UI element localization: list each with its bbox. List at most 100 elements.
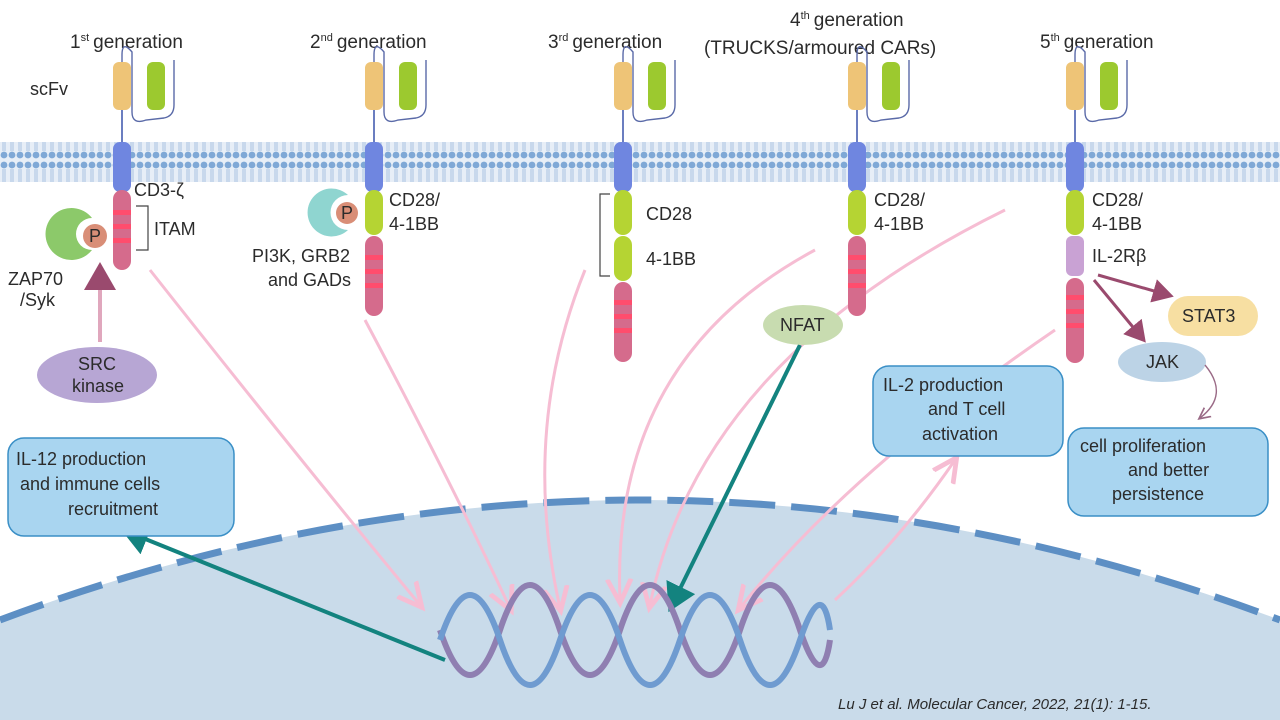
gen4-subtitle: (TRUCKS/armoured CARs) [704, 38, 936, 59]
src-kinase [37, 347, 157, 403]
itam-label: ITAM [154, 219, 196, 239]
car-receptor-4 [848, 46, 910, 192]
svg-text:STAT3: STAT3 [1182, 306, 1235, 326]
signal-arrow-4 [620, 248, 816, 600]
svg-text:and immune cells: and immune cells [20, 474, 160, 494]
signal-arrow-2 [363, 319, 510, 608]
svg-text:CD28: CD28 [646, 204, 692, 224]
signal-arrow-3 [545, 269, 587, 608]
car-receptor-5 [1066, 46, 1128, 192]
nfat [763, 305, 843, 345]
cd3z-label: CD3-ζ [134, 180, 184, 200]
scfv-heavy-chain [848, 62, 866, 110]
phospho-2 [336, 202, 358, 224]
scfv-heavy-chain [113, 62, 131, 110]
gen1-intracellular: CD3-ζ ITAM P ZAP70 /Syk SRC kinase [8, 180, 196, 403]
phospho-1 [83, 224, 107, 248]
citation: Lu J et al. Molecular Cancer, 2022, 21(1… [838, 696, 1152, 713]
syk-label: /Syk [20, 290, 56, 310]
scfv-light-chain [882, 62, 900, 110]
svg-text:recruitment: recruitment [68, 499, 158, 519]
svg-text:P: P [341, 203, 353, 223]
transmembrane-domain [365, 142, 383, 192]
svg-text:kinase: kinase [72, 376, 124, 396]
scfv-light-chain [399, 62, 417, 110]
svg-text:persistence: persistence [1112, 484, 1204, 504]
svg-text:activation: activation [922, 424, 998, 444]
scfv-label: scFv [30, 79, 68, 99]
svg-text:IL-2 production: IL-2 production [883, 375, 1003, 395]
nucleus [0, 500, 1280, 720]
scfv-light-chain [147, 62, 165, 110]
signal-arrow-1 [148, 269, 420, 605]
svg-text:JAK: JAK [1146, 352, 1179, 372]
cell-membrane [0, 142, 1280, 182]
nuclear-envelope [0, 496, 1280, 624]
car-receptor-2 [365, 46, 427, 192]
svg-text:SRC: SRC [78, 354, 116, 374]
jak [1118, 342, 1206, 382]
il12-box: IL-12 production and immune cells recrui… [7, 437, 235, 537]
il2-box: IL-2 production and T cell activation [872, 365, 1064, 457]
prolif-box: cell proliferation and better persistenc… [1067, 427, 1269, 517]
cd3z-domain [365, 236, 383, 316]
costim-domain [365, 190, 383, 235]
svg-text:IL-12 production: IL-12 production [16, 449, 146, 469]
scfv-linker [622, 46, 676, 140]
svg-text:4-1BB: 4-1BB [389, 214, 439, 234]
stat3 [1168, 296, 1258, 336]
scfv-light-chain [1100, 62, 1118, 110]
gen4-intracellular: CD28/ 4-1BB NFAT [763, 190, 925, 345]
svg-text:4-1BB: 4-1BB [1092, 214, 1142, 234]
svg-text:cell proliferation: cell proliferation [1080, 436, 1206, 456]
svg-text:NFAT: NFAT [780, 315, 825, 335]
svg-text:and better: and better [1128, 460, 1209, 480]
transmembrane-domain [1066, 142, 1084, 192]
signal-arrow-5 [650, 208, 1006, 605]
cd3z-domain [113, 190, 131, 270]
scfv-heavy-chain [1066, 62, 1084, 110]
svg-text:IL-2Rβ: IL-2Rβ [1092, 246, 1146, 266]
transmembrane-domain [848, 142, 866, 192]
scfv-linker [373, 46, 427, 140]
svg-text:4-1BB: 4-1BB [646, 249, 696, 269]
scfv-heavy-chain [365, 62, 383, 110]
zap70-shape [45, 208, 92, 260]
svg-text:P: P [89, 226, 101, 246]
svg-text:and GADs: and GADs [268, 270, 351, 290]
car-receptor-3 [614, 46, 676, 192]
svg-text:4-1BB: 4-1BB [874, 214, 924, 234]
signaling-arrows [148, 208, 1056, 608]
dna-to-il12-arrow [120, 524, 446, 662]
car-receptors [113, 46, 1128, 192]
svg-text:CD28/: CD28/ [1092, 190, 1143, 210]
svg-text:and T cell: and T cell [928, 399, 1005, 419]
signal-arrow-il2 [833, 460, 955, 602]
gen2-intracellular: CD28/ 4-1BB P PI3K, GRB2 and GADs [252, 188, 440, 316]
zap70-label: ZAP70 [8, 269, 63, 289]
gen3-intracellular: CD28 4-1BB [599, 190, 696, 362]
transmembrane-domain [614, 142, 632, 192]
dna-helix [437, 582, 833, 688]
svg-text:CD28/: CD28/ [389, 190, 440, 210]
transmembrane-domain [113, 142, 131, 192]
svg-text:PI3K, GRB2: PI3K, GRB2 [252, 246, 350, 266]
scfv-heavy-chain [614, 62, 632, 110]
scfv-linker [856, 46, 910, 140]
scfv-linker [121, 46, 175, 140]
scfv-light-chain [648, 62, 666, 110]
car-receptor-1 [113, 46, 175, 192]
pi3k-shape [307, 188, 348, 237]
nfat-to-dna-arrow [666, 344, 802, 613]
itam-bracket [136, 205, 149, 251]
svg-text:CD28/: CD28/ [874, 190, 925, 210]
scfv-linker [1074, 46, 1128, 140]
gen5-intracellular: CD28/ 4-1BB IL-2Rβ STAT3 JAK [1066, 190, 1258, 418]
